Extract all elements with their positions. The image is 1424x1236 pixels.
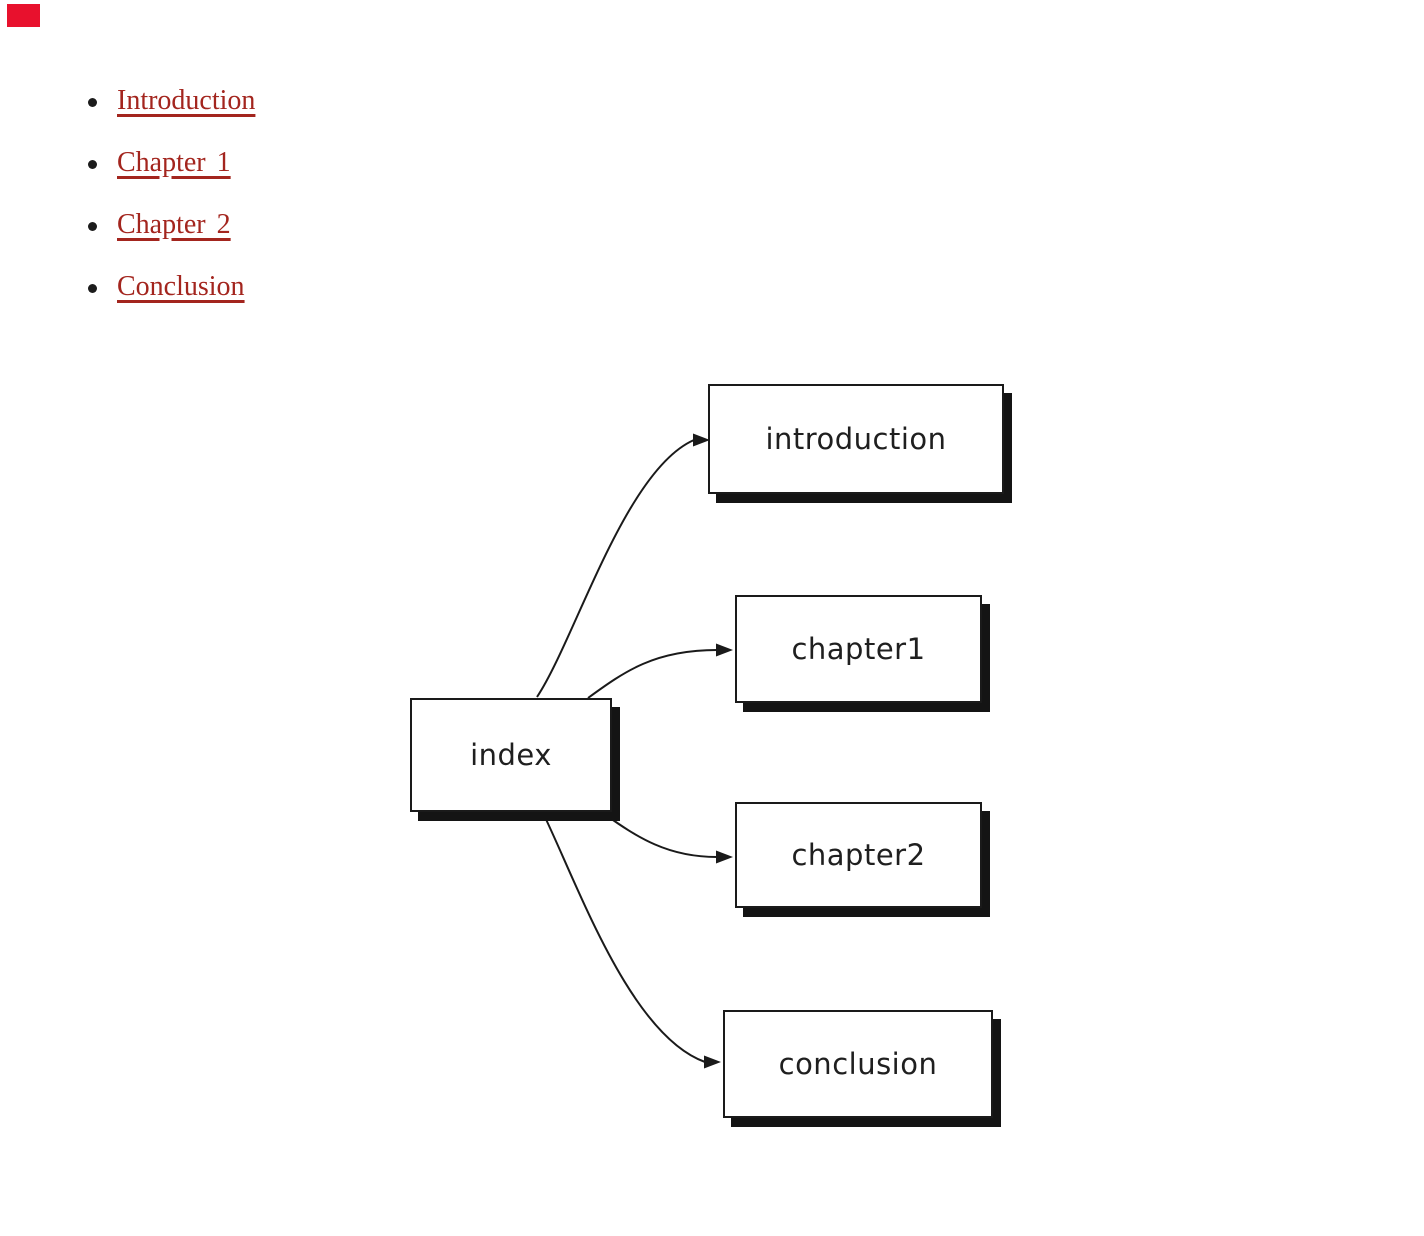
toc-link-chapter-1[interactable]: Chapter 1 [117,147,231,178]
node-label: chapter1 [791,632,926,666]
toc-item-introduction: Introduction [88,85,255,117]
toc-item-chapter-2: Chapter 2 [88,209,255,241]
node-chapter2[interactable]: chapter2 [735,802,982,908]
toc-link-conclusion[interactable]: Conclusion [117,271,245,302]
edge-index-chapter2 [602,812,718,858]
node-label: introduction [765,422,947,456]
node-index[interactable]: index [410,698,612,812]
arrowhead-icon [704,1055,721,1069]
bullet-icon [88,221,97,231]
toc-item-chapter-1: Chapter 1 [88,147,255,179]
toc-list: Introduction Chapter 1 Chapter 2 Conclus… [88,85,255,303]
red-marker [7,4,40,27]
node-label: conclusion [778,1047,938,1081]
toc-item-conclusion: Conclusion [88,271,255,303]
toc-link-introduction[interactable]: Introduction [117,85,256,116]
node-chapter1[interactable]: chapter1 [735,595,982,703]
node-conclusion[interactable]: conclusion [723,1010,993,1118]
bullet-icon [88,159,97,169]
edge-index-introduction [536,439,695,698]
bullet-icon [88,97,97,107]
node-introduction[interactable]: introduction [708,384,1004,494]
edge-index-chapter1 [587,649,718,699]
node-label: chapter2 [791,838,926,872]
toc-link-chapter-2[interactable]: Chapter 2 [117,209,231,240]
arrowhead-icon [716,643,733,657]
edge-index-conclusion [542,812,706,1063]
bullet-icon [88,283,97,293]
node-label: index [470,738,552,772]
arrowhead-icon [716,850,733,864]
